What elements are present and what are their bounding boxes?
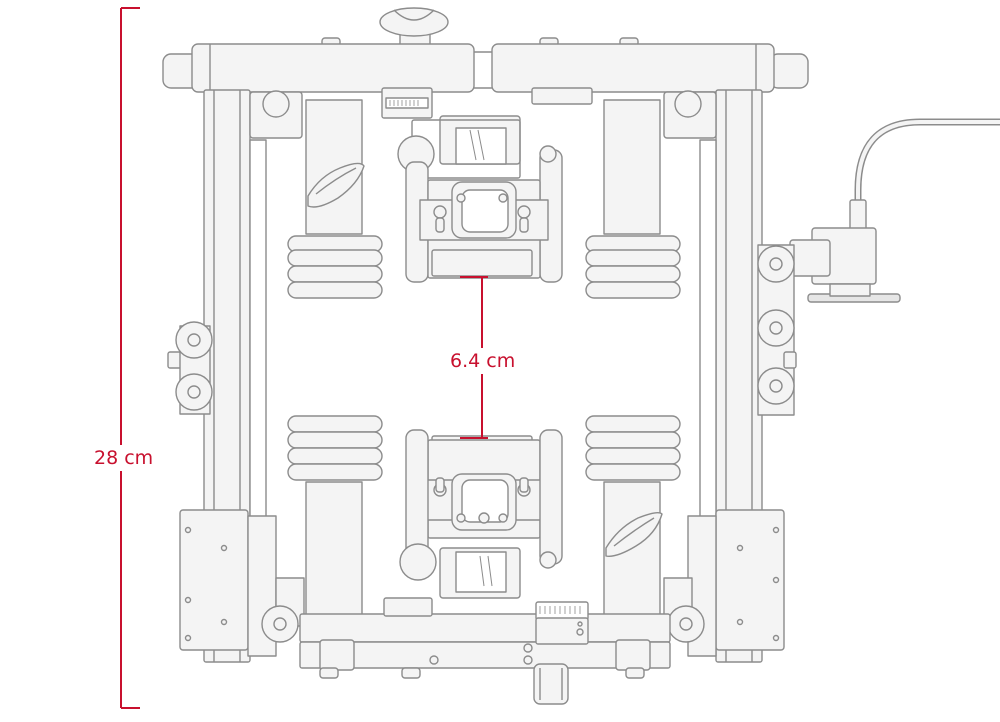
shaft-upper-right	[603, 99, 661, 235]
roller-stack-lower-right	[585, 415, 681, 481]
clamp-knob-stem	[829, 283, 871, 297]
gap-dimension-label: 6.4 cm	[446, 348, 520, 374]
bottom-left-plate	[179, 509, 277, 657]
top-bar-end-right	[769, 53, 809, 89]
roller-stack-upper-right	[585, 235, 681, 299]
shaft-lower-left	[305, 481, 363, 619]
roller-stack-upper-left	[287, 235, 383, 299]
bottom-bar	[299, 613, 671, 643]
side-clamp-plate	[789, 239, 831, 277]
cable-inner	[856, 120, 1000, 230]
frame-drawing	[162, 7, 1000, 705]
right-side-rollers	[757, 244, 797, 416]
bottom-right-plate	[687, 509, 785, 657]
lower-carriage	[399, 429, 563, 599]
bottom-knob	[533, 663, 569, 705]
top-knob	[379, 7, 449, 37]
height-dimension-label: 28 cm	[90, 445, 158, 471]
left-side-rollers	[167, 321, 213, 415]
upper-carriage	[397, 115, 563, 283]
nut-upper-left	[307, 162, 365, 208]
cable	[854, 118, 1000, 230]
roller-stack-lower-left	[287, 415, 383, 481]
nut-lower-right	[605, 511, 663, 557]
top-bar-right	[491, 43, 775, 93]
top-bar-left	[191, 43, 475, 93]
